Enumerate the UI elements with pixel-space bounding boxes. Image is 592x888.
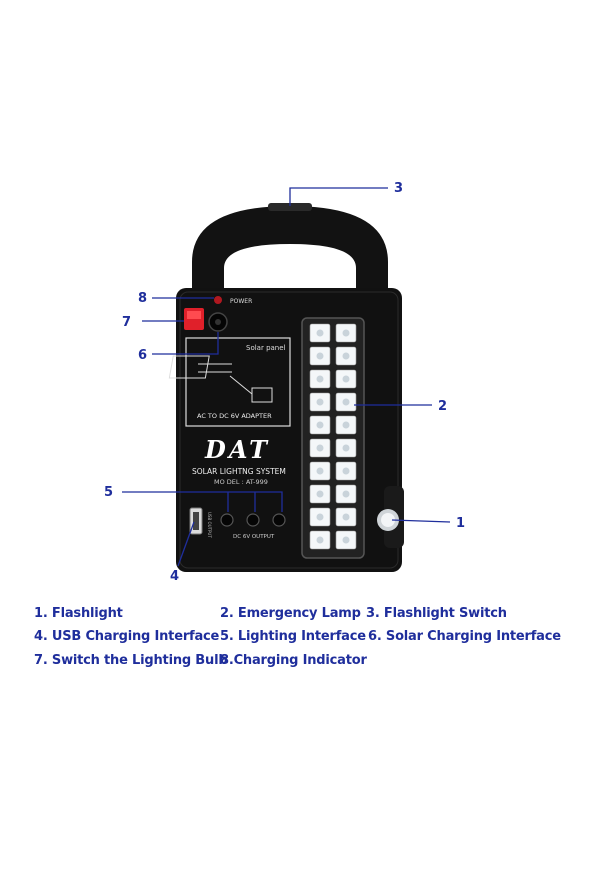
adapter-label: AC TO DC 6V ADAPTER <box>197 412 272 420</box>
led-bulb <box>342 352 350 360</box>
output-label: DC 6V OUTPUT <box>233 534 275 540</box>
led-bulb <box>342 490 350 498</box>
lighting-output-1[interactable] <box>220 513 234 527</box>
instruction-panel <box>185 337 291 427</box>
charging-indicator <box>214 296 222 304</box>
lighting-output-3[interactable] <box>272 513 286 527</box>
led-bulb <box>342 421 350 429</box>
callout-lines <box>122 187 451 567</box>
handle <box>192 206 388 300</box>
led-bulb <box>342 536 350 544</box>
callout-6: 6 <box>138 348 147 363</box>
led-bulb <box>316 444 324 452</box>
callout-8: 8 <box>138 291 147 306</box>
led-bulb <box>316 490 324 498</box>
callout-3: 3 <box>394 181 403 196</box>
led-bulb <box>316 467 324 475</box>
adapter-icon <box>251 387 273 403</box>
led-bulb <box>316 375 324 383</box>
brand-logo: DAT <box>204 435 270 464</box>
lighting-output-2[interactable] <box>246 513 260 527</box>
led-bulb <box>316 513 324 521</box>
led-bulb <box>342 398 350 406</box>
led-bulb <box>316 352 324 360</box>
callout-4: 4 <box>170 569 179 584</box>
led-grid <box>309 323 357 550</box>
flashlight-switch[interactable] <box>268 203 312 211</box>
callout-5: 5 <box>104 485 113 500</box>
led-bulb <box>316 329 324 337</box>
led-bulb <box>342 513 350 521</box>
callout-7: 7 <box>122 315 131 330</box>
led-bulb <box>342 329 350 337</box>
solar-panel-icon <box>168 355 210 379</box>
system-label: SOLAR LIGHTNG SYSTEM <box>192 467 286 476</box>
model-label: MO DEL : AT-999 <box>214 478 268 486</box>
solar-panel-label: Solar panel <box>246 344 286 352</box>
callout-2: 2 <box>438 399 447 414</box>
led-bulb <box>316 536 324 544</box>
led-bulb <box>316 421 324 429</box>
led-bulb <box>316 398 324 406</box>
power-label: POWER <box>230 298 252 305</box>
usb-label: USB OUTPUT <box>207 512 212 538</box>
led-bulb <box>342 467 350 475</box>
led-bulb <box>342 375 350 383</box>
callout-1: 1 <box>456 516 465 531</box>
led-bulb <box>342 444 350 452</box>
